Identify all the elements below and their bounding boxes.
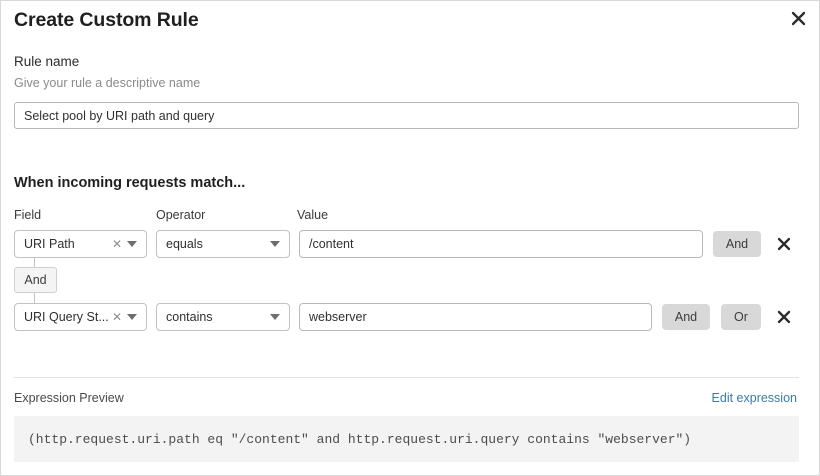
delete-x-icon[interactable] — [775, 235, 793, 253]
condition-row: URI Path ✕ equals And — [1, 230, 819, 260]
clear-x-icon[interactable]: ✕ — [111, 237, 122, 251]
rule-name-label: Rule name — [14, 54, 80, 69]
value-input-0[interactable] — [299, 230, 703, 258]
field-select-0[interactable]: URI Path ✕ — [14, 230, 147, 258]
column-header-field: Field — [14, 208, 42, 222]
clear-x-icon[interactable]: ✕ — [111, 310, 122, 324]
expression-divider — [14, 377, 799, 378]
column-header-operator: Operator — [156, 208, 206, 222]
field-select-value-1: URI Query St... — [24, 310, 109, 324]
delete-x-icon[interactable] — [775, 308, 793, 326]
rule-name-hint: Give your rule a descriptive name — [14, 76, 201, 90]
operator-select-value-1: contains — [166, 310, 213, 324]
expression-preview-label: Expression Preview — [14, 391, 124, 405]
field-select-value-0: URI Path — [24, 237, 75, 251]
and-button-1[interactable]: And — [662, 304, 710, 330]
dialog-title: Create Custom Rule — [14, 9, 199, 31]
operator-select-0[interactable]: equals — [156, 230, 290, 258]
chevron-down-icon — [270, 314, 280, 320]
value-input-1[interactable] — [299, 303, 652, 331]
operator-select-1[interactable]: contains — [156, 303, 290, 331]
or-button-1[interactable]: Or — [721, 304, 761, 330]
field-select-1[interactable]: URI Query St... ✕ — [14, 303, 147, 331]
condition-row: URI Query St... ✕ contains And Or — [1, 303, 819, 333]
edit-expression-link[interactable]: Edit expression — [711, 391, 797, 405]
delete-glyph — [777, 310, 791, 324]
chevron-down-icon — [127, 314, 137, 320]
group-connector-line-top — [34, 258, 35, 268]
close-glyph — [791, 11, 805, 25]
group-connector-and-chip[interactable]: And — [14, 267, 57, 293]
and-button-0[interactable]: And — [713, 231, 761, 257]
chevron-down-icon — [270, 241, 280, 247]
column-header-value: Value — [297, 208, 329, 222]
conditions-heading: When incoming requests match... — [14, 175, 246, 191]
expression-preview-box: (http.request.uri.path eq "/content" and… — [14, 416, 799, 462]
close-icon[interactable] — [786, 6, 810, 30]
chevron-down-icon — [127, 241, 137, 247]
rule-name-input[interactable] — [14, 102, 799, 129]
expression-preview-code: (http.request.uri.path eq "/content" and… — [28, 431, 692, 447]
group-connector-line-bottom — [34, 293, 35, 303]
delete-glyph — [777, 237, 791, 251]
operator-select-value-0: equals — [166, 237, 203, 251]
